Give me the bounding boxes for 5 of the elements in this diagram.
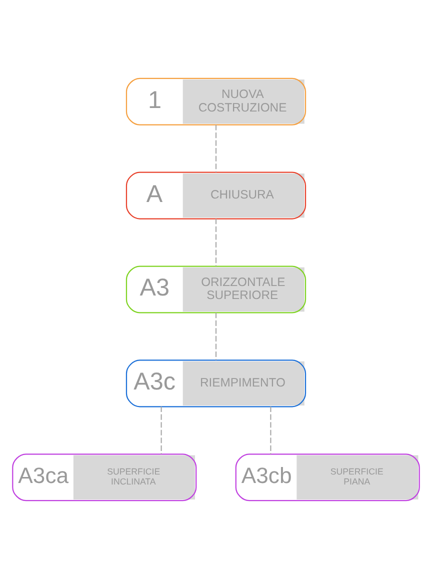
connector (215, 124, 217, 172)
connector (215, 312, 217, 360)
connector (215, 218, 217, 266)
connector (160, 406, 162, 454)
connector (270, 406, 272, 454)
